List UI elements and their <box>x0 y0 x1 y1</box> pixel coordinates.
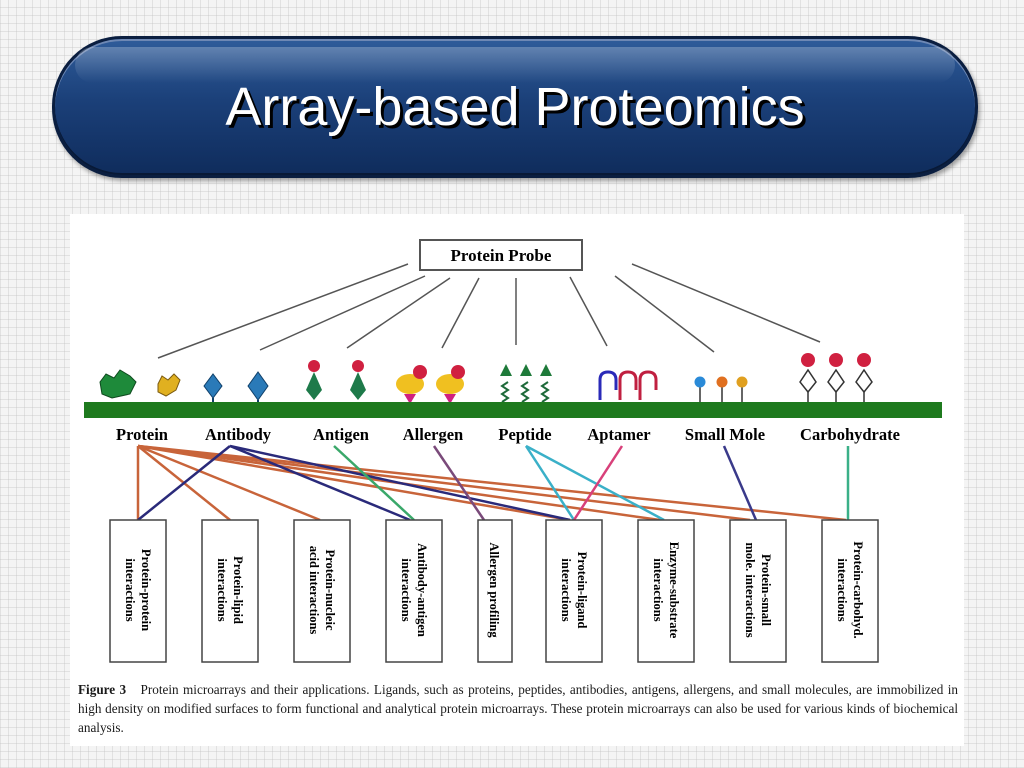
app-label-line2: interactions <box>559 558 573 621</box>
link-peptide-es <box>525 444 665 522</box>
antigen-glyph-icon <box>350 372 366 400</box>
probe-line <box>614 275 715 353</box>
peptide-tip-icon <box>520 364 532 376</box>
ligand-label-aptamer: Aptamer <box>587 425 650 444</box>
probe-line <box>631 263 821 343</box>
link-antibody-aa <box>229 444 411 522</box>
app-box-protein-ligand: Protein-ligand interactions <box>545 519 603 663</box>
link-antigen-aa <box>333 445 415 521</box>
antibody-glyph-icon <box>247 371 269 401</box>
link-protein-plig <box>137 444 571 522</box>
probe-line <box>569 276 608 347</box>
probe-line <box>259 275 426 351</box>
app-box-protein-nucleic: Protein-nucleic acid interactions <box>293 519 351 663</box>
figure-panel: Protein Probe <box>70 214 964 746</box>
caption-text: Protein microarrays and their applicatio… <box>78 682 958 735</box>
app-label-line1: Protein-protein <box>139 549 153 631</box>
allergen-glyph-icon <box>436 374 464 394</box>
app-label-line1: Protein-ligand <box>575 552 589 629</box>
ligand-label-allergen: Allergen <box>403 425 463 444</box>
allergen-glyph-icon <box>396 374 424 394</box>
ligand-label-antibody: Antibody <box>205 425 272 444</box>
app-box-protein-protein: Protein-protein interactions <box>109 519 167 663</box>
link-allergen-ap <box>432 445 486 521</box>
link-antibody-pp <box>137 445 231 521</box>
app-label-line1: Protein-lipid <box>231 556 245 624</box>
app-box-allergen-profiling: Allergen profiling <box>477 519 513 663</box>
ligand-label-protein: Protein <box>116 425 168 444</box>
probe-box <box>419 239 583 271</box>
probe-line <box>346 277 451 349</box>
ligand-labels: Protein Antibody Antigen Allergen Peptid… <box>116 425 900 444</box>
probe-label: Protein Probe <box>451 246 552 265</box>
allergen-glyph-icon <box>404 394 416 404</box>
antibody-glyph-icon <box>203 373 223 399</box>
app-label-line1: Allergen profiling <box>487 542 501 638</box>
protein-glyph-icon <box>99 369 137 399</box>
peptide-tip-icon <box>500 364 512 376</box>
app-label-line1: Antibody-antigen <box>415 543 429 637</box>
protein-glyph-icon <box>157 373 181 397</box>
link-peptide-plig <box>524 445 576 521</box>
app-label-line2: interactions <box>399 558 413 621</box>
peptide-tip-icon <box>540 364 552 376</box>
peptide-glyph-icon <box>500 381 550 403</box>
title-bar: Array-based Proteomics <box>52 36 978 178</box>
slide-title: Array-based Proteomics <box>225 77 805 137</box>
connection-lines <box>136 444 850 522</box>
app-box-enzyme-substrate: Enzyme-substrate interactions <box>637 519 695 663</box>
ligand-glyphs <box>99 353 873 404</box>
app-box-protein-carbohyd: Protein-carbohyd. interactions <box>821 519 879 663</box>
array-surface <box>84 402 942 418</box>
app-box-protein-small-mole: Protein-small mole. interactions <box>729 519 787 663</box>
link-protein-psm <box>137 444 751 522</box>
app-label-line1: Protein-small <box>759 554 773 627</box>
aptamer-glyph-icon <box>598 370 658 400</box>
carbohydrate-glyph-icon <box>799 353 873 402</box>
ligand-label-small-molecule: Small Mole <box>685 425 765 444</box>
probe-line <box>157 263 409 359</box>
app-box-protein-lipid: Protein-lipid interactions <box>201 519 259 663</box>
app-label-line2: interactions <box>123 558 137 621</box>
probe-lines <box>157 263 821 359</box>
link-smallmole-psm <box>722 445 758 521</box>
link-antibody-plig <box>229 444 571 522</box>
app-label-line1: Protein-nucleic <box>323 550 337 631</box>
small-molecule-glyph-icon <box>694 376 748 402</box>
application-boxes: Protein-protein interactions Protein-lip… <box>109 519 879 663</box>
app-label-line2: acid interactions <box>307 546 321 635</box>
app-label-line1: Protein-carbohyd. <box>851 541 865 638</box>
antigen-glyph-icon <box>352 360 364 372</box>
app-box-antibody-antigen: Antibody-antigen interactions <box>385 519 443 663</box>
link-aptamer-plig <box>572 445 624 521</box>
caption-label: Figure 3 <box>78 682 127 697</box>
app-label-line2: interactions <box>651 558 665 621</box>
ligand-label-antigen: Antigen <box>313 425 369 444</box>
app-label-line2: interactions <box>835 558 849 621</box>
antigen-glyph-icon <box>308 360 320 372</box>
probe-line <box>441 277 480 349</box>
allergen-glyph-icon <box>413 365 427 379</box>
app-label-line1: Enzyme-substrate <box>667 542 681 639</box>
app-label-line2: interactions <box>215 558 229 621</box>
link-protein-pn <box>137 444 321 522</box>
antigen-glyph-icon <box>306 372 322 400</box>
ligand-label-peptide: Peptide <box>498 425 551 444</box>
allergen-glyph-icon <box>451 365 465 379</box>
app-label-line2: mole. interactions <box>743 542 757 637</box>
microarray-diagram: Protein Probe <box>84 239 942 663</box>
ligand-label-carbohydrate: Carbohydrate <box>800 425 900 444</box>
figure-caption: Figure 3 Protein microarrays and their a… <box>78 680 958 737</box>
link-protein-pc <box>137 444 847 522</box>
allergen-glyph-icon <box>444 394 456 404</box>
